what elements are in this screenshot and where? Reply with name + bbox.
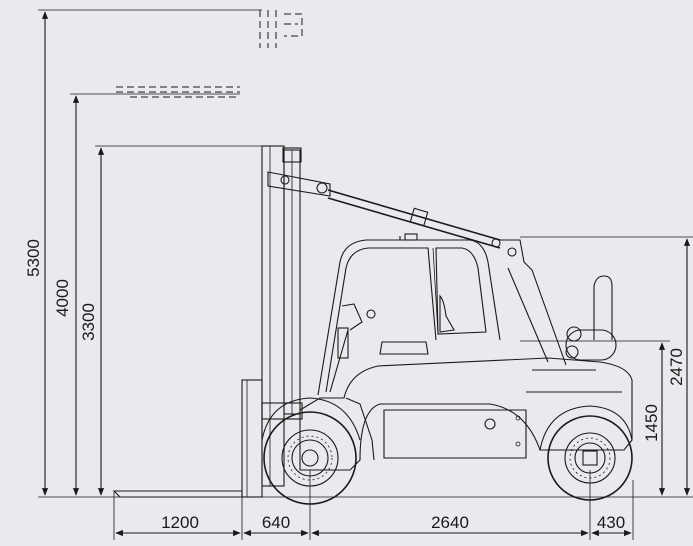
rear-upright bbox=[498, 239, 567, 366]
chassis-body bbox=[299, 357, 633, 471]
dim-label-2640: 2640 bbox=[431, 513, 469, 532]
dim-line-4000 bbox=[70, 93, 240, 496]
dim-line-horizontal bbox=[113, 470, 634, 540]
raised-carriage-ghost-top bbox=[259, 10, 303, 48]
fork bbox=[112, 379, 263, 498]
gas-tank bbox=[565, 326, 617, 361]
dim-line-5300 bbox=[38, 9, 262, 496]
rear-wheel-arch bbox=[539, 405, 633, 451]
dim-label-3300: 3300 bbox=[79, 303, 98, 341]
dim-label-2470: 2470 bbox=[667, 348, 686, 386]
dim-label-1200: 1200 bbox=[161, 513, 199, 532]
dim-label-640: 640 bbox=[262, 513, 290, 532]
exhaust-pipe bbox=[593, 275, 613, 340]
tilt-boom bbox=[267, 171, 501, 249]
rear-wheel bbox=[547, 415, 633, 501]
dim-label-430: 430 bbox=[597, 513, 625, 532]
dim-label-1450: 1450 bbox=[642, 404, 661, 442]
raised-fork-ghost-mid bbox=[116, 86, 240, 98]
dim-line-2470 bbox=[520, 236, 693, 496]
dim-label-4000: 4000 bbox=[53, 279, 72, 317]
cabin bbox=[317, 233, 501, 396]
dim-line-3300 bbox=[95, 145, 264, 496]
mast bbox=[261, 145, 303, 487]
front-wheel-arch bbox=[261, 397, 361, 441]
dim-line-1450 bbox=[520, 340, 670, 496]
dim-label-5300: 5300 bbox=[24, 239, 43, 277]
front-wheel bbox=[263, 411, 357, 505]
